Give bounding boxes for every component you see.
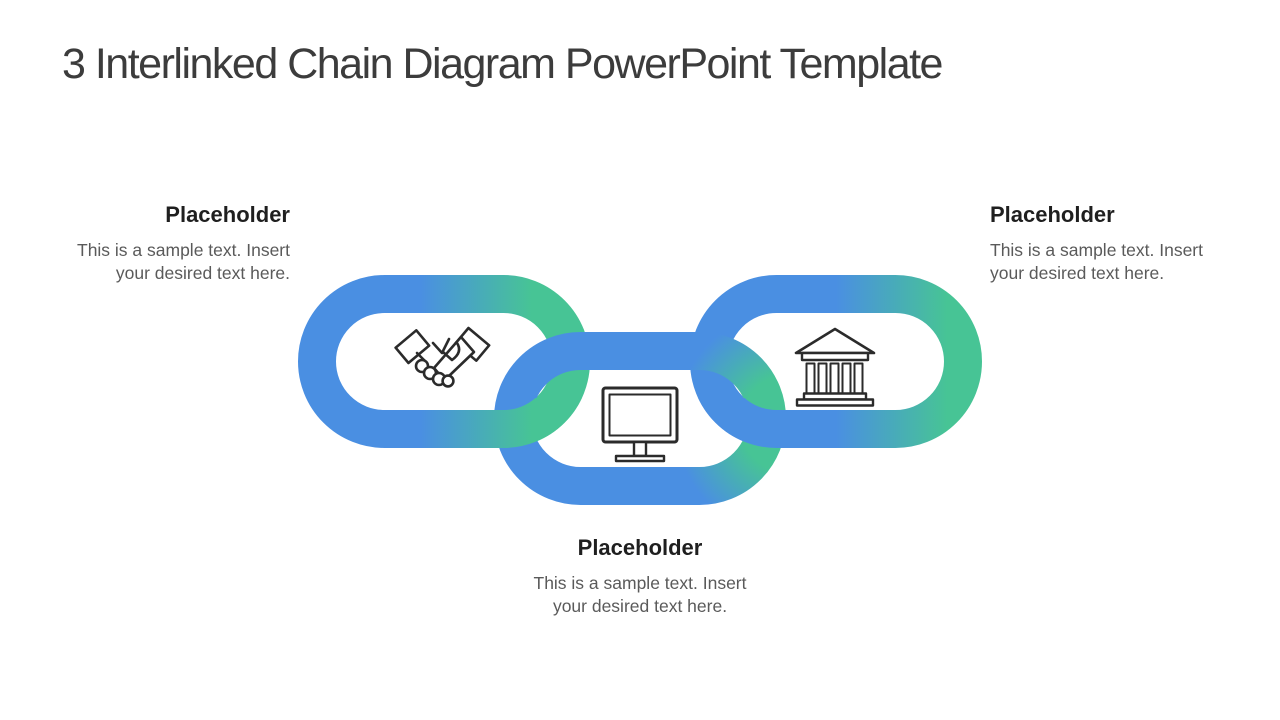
placeholder-block-bottom: Placeholder This is a sample text. Inser… [510,535,770,618]
slide-title: 3 Interlinked Chain Diagram PowerPoint T… [62,40,943,88]
placeholder-body: This is a sample text. Insert your desir… [990,240,1203,283]
bank-icon [794,327,876,407]
placeholder-heading: Placeholder [577,535,703,560]
placeholder-heading: Placeholder [990,202,1115,227]
handshake-icon [394,326,491,388]
placeholder-block-left: Placeholder This is a sample text. Inser… [30,202,290,285]
placeholder-body: This is a sample text. Insert your desir… [533,573,747,616]
placeholder-body: This is a sample text. Insert your desir… [77,240,290,283]
chain-links [298,275,982,505]
placeholder-heading: Placeholder [165,202,290,227]
placeholder-block-right: Placeholder This is a sample text. Inser… [990,202,1250,285]
monitor-icon [601,386,679,463]
